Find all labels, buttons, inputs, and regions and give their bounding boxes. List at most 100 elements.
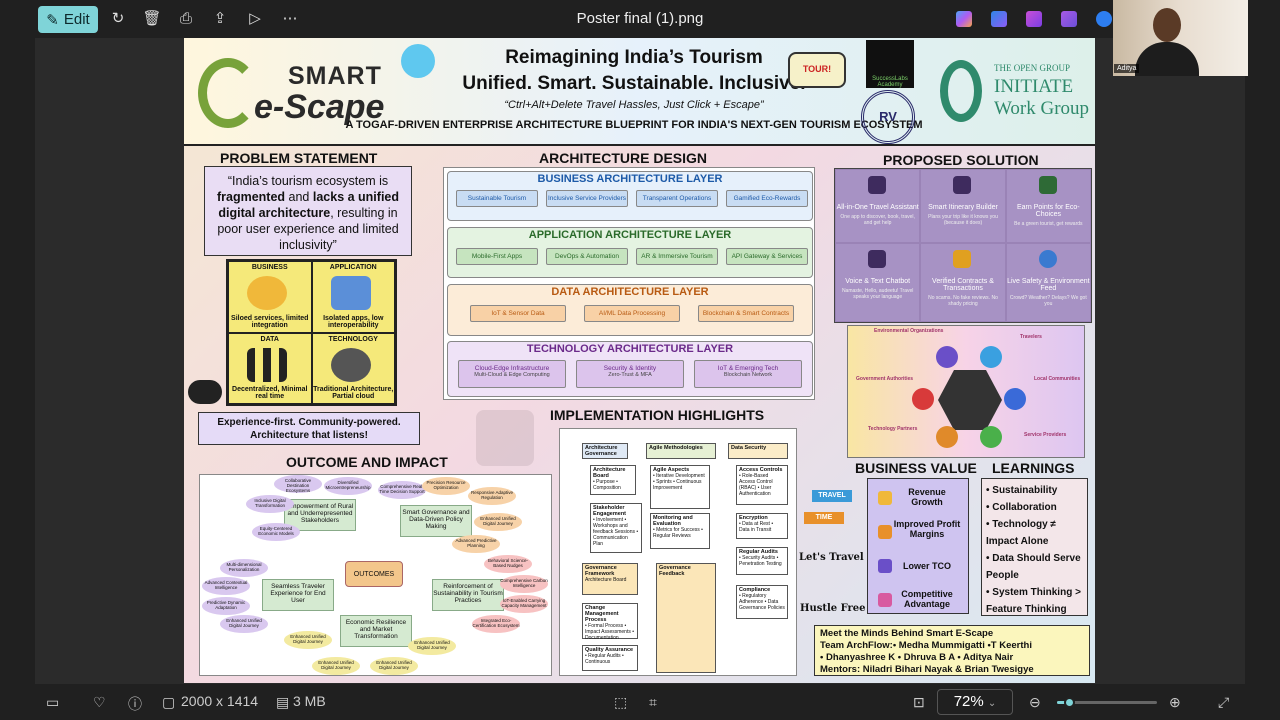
- person-body: [1135, 42, 1199, 76]
- poster-tagline: “Ctrl+Alt+Delete Travel Hassles, Just Cl…: [504, 99, 764, 111]
- learning-item: • Sustainability: [986, 485, 1058, 496]
- architecture-diagram: BUSINESS ARCHITECTURE LAYER Sustainable …: [443, 167, 815, 400]
- zoom-dropdown[interactable]: 72% ⌄: [937, 689, 1013, 715]
- slideshow-icon[interactable]: ▷: [249, 10, 261, 27]
- ocr-icon[interactable]: ⌗: [649, 694, 657, 710]
- flow-node: Regular Audits• Security Audits • Penetr…: [736, 547, 788, 575]
- business-layer: BUSINESS ARCHITECTURE LAYER Sustainable …: [447, 171, 813, 221]
- layer-chip: AI/ML Data Processing: [584, 305, 680, 322]
- mentors-line: Mentors: Niladri Bihari Nayak & Brian Tw…: [820, 664, 1034, 675]
- problem-heading: PROBLEM STATEMENT: [220, 150, 378, 166]
- outcome-bubble: Enhanced Unified Digital Journey: [370, 657, 418, 675]
- edit-icon: ✎: [46, 11, 59, 29]
- profit-icon: [878, 525, 892, 539]
- architecture-heading: ARCHITECTURE DESIGN: [539, 150, 708, 166]
- fit-window-icon[interactable]: ⊡: [913, 694, 925, 710]
- webcam-name: Aditya: [1114, 64, 1140, 73]
- poster-subtitle: A TOGAF-DRIVEN ENTERPRISE ARCHITECTURE B…: [345, 119, 923, 131]
- problem-head: APPLICATION: [329, 264, 377, 271]
- clipchamp-icon[interactable]: [1026, 11, 1042, 27]
- travel-sign: TRAVEL: [812, 490, 852, 502]
- edit-button[interactable]: ✎Edit: [38, 6, 98, 33]
- flow-label: Data Security: [731, 445, 767, 451]
- flow-label: Change Management Process: [585, 605, 619, 623]
- flow-node: Encryption• Data at Rest • Data in Trans…: [736, 513, 788, 539]
- bv-item: Revenue Growth: [908, 487, 946, 507]
- learning-text: Collaboration: [992, 502, 1057, 513]
- stakeholder-node: [980, 346, 1002, 368]
- print-icon[interactable]: ⎙: [179, 10, 192, 27]
- learning-item: • System Thinking > Feature Thinking: [986, 587, 1081, 615]
- zoom-slider-knob[interactable]: [1064, 697, 1075, 708]
- chip-sub: Zero-Trust & MFA: [608, 372, 652, 378]
- problem-head: DATA: [260, 335, 279, 343]
- layer-title: TECHNOLOGY ARCHITECTURE LAYER: [526, 343, 734, 355]
- flow-items: • Purpose • Composition: [593, 479, 621, 491]
- flow-label: Quality Assurance: [585, 647, 634, 653]
- experience-line: Architecture that listens!: [250, 430, 368, 441]
- poster-title-line1: Reimagining India’s Tourism: [505, 47, 763, 68]
- favorite-icon[interactable]: ♡: [93, 694, 106, 710]
- solution-desc: Namaste, Hello, audeetu! Travel speaks y…: [841, 287, 914, 300]
- zoom-slider[interactable]: [1057, 697, 1157, 708]
- zoom-out-icon[interactable]: ⊖: [1029, 694, 1041, 710]
- outcome-bubble: Comprehensive Real-Time Decision Support: [378, 481, 426, 499]
- rotate-icon[interactable]: ↻: [111, 10, 125, 27]
- learning-item: • Collaboration: [986, 502, 1057, 513]
- business-value-heading: BUSINESS VALUE: [855, 460, 977, 476]
- outcome-node: Smart Governance and Data-Driven Policy …: [400, 505, 472, 537]
- flow-items: • Regular Audits • Continuous: [585, 653, 624, 665]
- trash-icon[interactable]: 🗑: [142, 10, 162, 27]
- learnings-heading: LEARNINGS: [992, 460, 1075, 476]
- layer-title: BUSINESS ARCHITECTURE LAYER: [537, 173, 723, 185]
- flow-items: • Data at Rest • Data in Transit: [739, 521, 774, 533]
- solution-title: Earn Points for Eco-Choices: [1017, 204, 1080, 218]
- stakeholder-label: Travelers: [1020, 334, 1042, 340]
- learnings-box: • Sustainability • Collaboration • Techn…: [981, 478, 1088, 616]
- fullscreen-icon[interactable]: ⤢: [1218, 694, 1230, 710]
- robot-icon: [401, 44, 435, 78]
- zoom-in-icon[interactable]: ⊕: [1169, 694, 1181, 710]
- crop-select-icon[interactable]: ⬚: [614, 694, 628, 710]
- flow-node: Stakeholder Engagement• Involvement • Wo…: [590, 503, 642, 553]
- flow-node: Architecture Governance: [582, 443, 628, 459]
- info-icon[interactable]: ⓘ: [128, 696, 142, 712]
- problem-bold: fragmented: [216, 190, 286, 204]
- stakeholder-node: [936, 346, 958, 368]
- flow-items: • Role-Based Access Control (RBAC) • Use…: [739, 473, 773, 497]
- share-icon[interactable]: ⇪: [213, 10, 227, 27]
- solution-title: Voice & Text Chatbot: [845, 277, 911, 285]
- work-group-text: Work Group: [994, 98, 1090, 119]
- stakeholder-node: [1004, 388, 1026, 410]
- copilot-icon[interactable]: [956, 11, 972, 27]
- designer-icon[interactable]: [991, 11, 1007, 27]
- solution-title: Live Safety & Environment Feed: [1007, 277, 1090, 292]
- solution-desc: Be a green tourist, get rewards: [1014, 221, 1083, 227]
- flow-items: • Security Audits • Penetration Testing: [739, 555, 782, 567]
- outcome-bubble: Responsive Adaptive Regulation: [468, 487, 516, 505]
- solution-title: Smart Itinerary Builder: [928, 204, 998, 211]
- window-title: Poster final (1).png: [576, 10, 704, 27]
- layer-title: DATA ARCHITECTURE LAYER: [551, 286, 709, 298]
- flow-label: Governance Feedback: [659, 565, 691, 577]
- outcome-bubble: Collaborative Destination Ecosystems: [274, 475, 322, 493]
- implementation-heading: IMPLEMENTATION HIGHLIGHTS: [550, 407, 765, 423]
- filmstrip-icon[interactable]: ▭: [46, 694, 60, 710]
- onedrive-icon[interactable]: [1096, 11, 1112, 27]
- flow-node: Quality Assurance• Regular Audits • Cont…: [582, 645, 638, 671]
- flow-label: Agile Aspects: [653, 467, 690, 473]
- binoculars-icon: [188, 380, 222, 404]
- chip-sub: Multi-Cloud & Edge Computing: [474, 372, 550, 378]
- layer-title: APPLICATION ARCHITECTURE LAYER: [528, 229, 732, 241]
- more-icon[interactable]: ⋯: [282, 10, 298, 27]
- status-bar: ▭ ♡ ⓘ ▢ 2000 x 1414 ▤ 3 MB ⬚ ⌗ ⊡ 72% ⌄ ⊖…: [0, 684, 1280, 720]
- logo-escape-text: e-Scape: [254, 88, 385, 126]
- experience-box: Experience-first. Community-powered.Arch…: [198, 412, 420, 445]
- video-icon[interactable]: [1061, 11, 1077, 27]
